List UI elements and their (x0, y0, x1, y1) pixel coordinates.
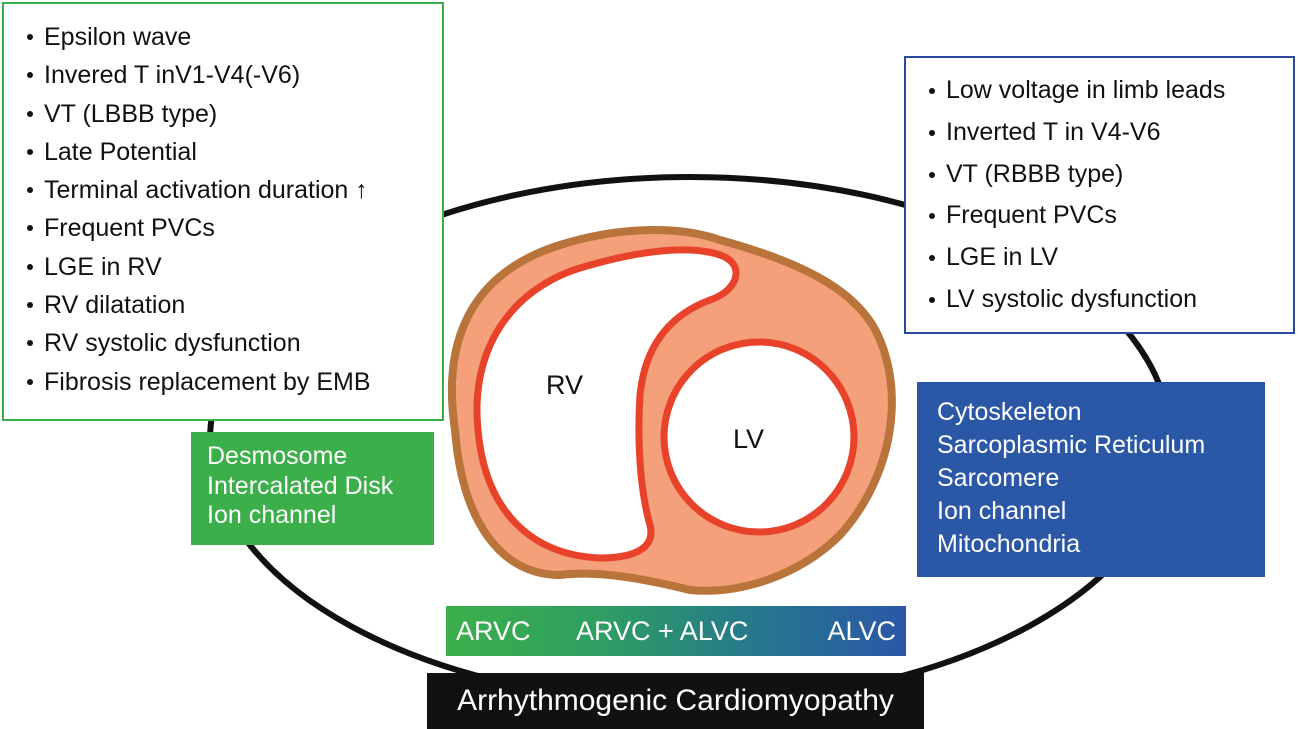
arvc-finding-item: Invered T inV1-V4(-V6) (24, 56, 442, 94)
arvc-findings-list: Epsilon wave Invered T inV1-V4(-V6) VT (… (24, 18, 442, 401)
spectrum-label-alvc: ALVC (827, 616, 896, 646)
alvc-finding-item: Inverted T in V4-V6 (926, 112, 1293, 154)
alvc-finding-item: VT (RBBB type) (926, 154, 1293, 196)
alvc-gene-item: Sarcoplasmic Reticulum (937, 431, 1206, 459)
arvc-finding-item: RV dilatation (24, 286, 442, 324)
lv-cavity (660, 338, 858, 536)
diagram-title: Arrhythmogenic Cardiomyopathy (457, 684, 894, 717)
rv-label: RV (546, 370, 584, 400)
alvc-finding-item: LV systolic dysfunction (926, 279, 1293, 321)
arvc-findings-box: Epsilon wave Invered T inV1-V4(-V6) VT (… (2, 2, 444, 421)
spectrum-label-arvc: ARVC (456, 616, 531, 646)
arvc-finding-item: Fibrosis replacement by EMB (24, 363, 442, 401)
rv-cavity (473, 246, 740, 562)
arvc-finding-item: LGE in RV (24, 248, 442, 286)
alvc-gene-item: Sarcomere (937, 464, 1060, 492)
arvc-finding-item: Frequent PVCs (24, 209, 442, 247)
alvc-gene-item: Cytoskeleton (937, 398, 1082, 426)
title-box: Arrhythmogenic Cardiomyopathy (427, 673, 924, 729)
spectrum-bar: ARVC ARVC + ALVC ALVC (446, 606, 906, 656)
alvc-genes-box: Cytoskeleton Sarcoplasmic Reticulum Sarc… (917, 382, 1265, 577)
arvc-gene-item: Desmosome (207, 442, 348, 470)
alvc-findings-box: Low voltage in limb leads Inverted T in … (904, 56, 1295, 334)
arvc-genes-box: Desmosome Intercalated Disk Ion channel (191, 432, 434, 545)
arvc-finding-item: Epsilon wave (24, 18, 442, 56)
alvc-findings-list: Low voltage in limb leads Inverted T in … (926, 70, 1293, 321)
arvc-finding-item: Late Potential (24, 133, 442, 171)
alvc-gene-item: Ion channel (937, 497, 1067, 525)
alvc-finding-item: Low voltage in limb leads (926, 70, 1293, 112)
alvc-finding-item: LGE in LV (926, 237, 1293, 279)
arvc-finding-item: Terminal activation duration ↑ (24, 171, 442, 209)
arvc-finding-item: VT (LBBB type) (24, 95, 442, 133)
lv-label: LV (733, 424, 765, 454)
arvc-gene-item: Intercalated Disk (207, 471, 394, 500)
alvc-finding-item: Frequent PVCs (926, 195, 1293, 237)
arvc-gene-item: Ion channel (207, 501, 337, 529)
alvc-gene-item: Mitochondria (937, 530, 1081, 558)
spectrum-label-arvc-alvc: ARVC + ALVC (576, 616, 749, 646)
arvc-finding-item: RV systolic dysfunction (24, 324, 442, 362)
